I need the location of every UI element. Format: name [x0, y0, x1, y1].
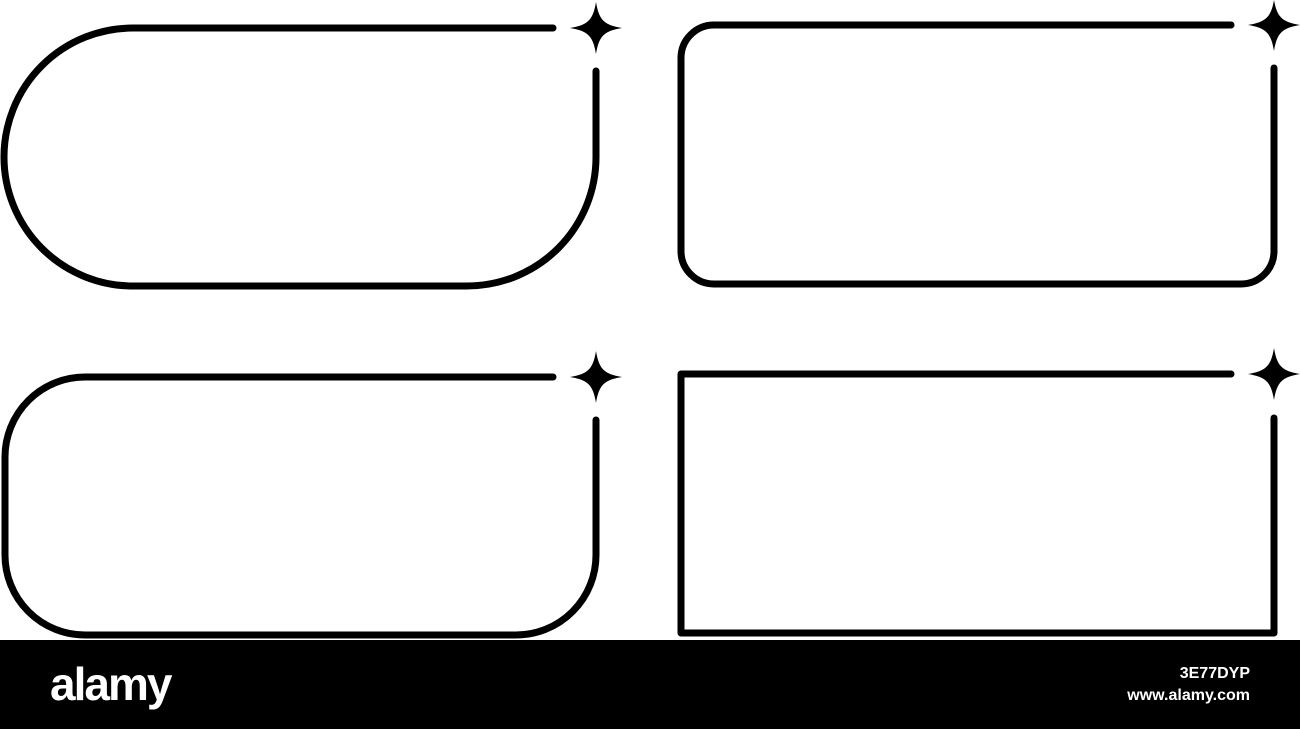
frame-rounded-small — [677, 0, 1300, 288]
frame-rounded-large-outline — [1, 373, 600, 639]
frame-square-outline — [677, 370, 1278, 637]
watermark-image-id: 3E77DYP — [1179, 665, 1250, 682]
sparkle-icon — [1248, 0, 1300, 51]
sparkle-icon — [570, 351, 622, 403]
sparkle-icon — [1248, 348, 1300, 400]
frame-stadium-outline — [0, 24, 600, 290]
frame-set — [0, 0, 1300, 639]
frame-rounded-small-outline — [677, 21, 1278, 288]
frame-stadium — [0, 2, 622, 290]
watermark-logo: alamy — [50, 658, 172, 710]
frame-square — [677, 348, 1300, 637]
watermark-bar: alamy 3E77DYP www.alamy.com — [0, 640, 1300, 729]
sparkle-icon — [570, 2, 622, 54]
watermark-url: www.alamy.com — [1127, 687, 1250, 704]
frame-rounded-large — [1, 351, 622, 639]
